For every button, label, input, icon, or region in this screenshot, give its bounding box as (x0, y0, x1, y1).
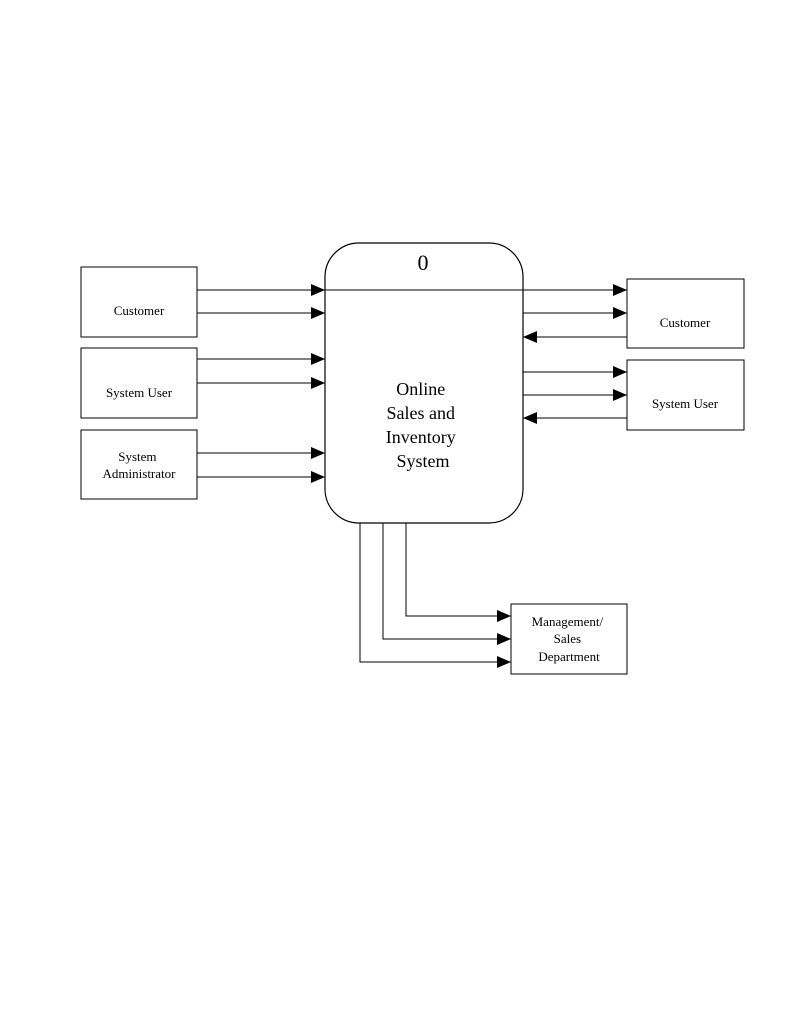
entity-left-customer: Customer (80, 266, 198, 338)
entity-label-line: System (118, 449, 156, 464)
entity-box (626, 278, 745, 349)
flows-left (197, 284, 325, 483)
entity-label-line: Administrator (103, 466, 177, 481)
entity-label: Customer (114, 303, 165, 318)
entity-left-system-administrator: System Administrator (80, 429, 198, 500)
flows-right (523, 284, 627, 424)
flow-arrow (405, 523, 511, 622)
entity-box (80, 347, 198, 419)
entity-box (80, 429, 198, 500)
flow-arrow (382, 523, 511, 645)
entity-label: System User (652, 396, 719, 411)
entity-label-line: Sales (554, 631, 581, 646)
process-0: 0 Online Sales and Inventory System (324, 242, 524, 524)
process-name-line: System (396, 451, 449, 471)
entity-label: System Administrator (103, 449, 177, 481)
entity-box (626, 359, 745, 431)
process-number: 0 (418, 250, 429, 275)
entity-right-customer: Customer (626, 278, 745, 349)
entity-box (80, 266, 198, 338)
entity-label: Customer (660, 315, 711, 330)
entity-label-line: Department (538, 649, 600, 664)
entity-label: Management/ Sales Department (532, 614, 607, 664)
process-name: Online Sales and Inventory System (386, 379, 460, 471)
flows-bottom (359, 523, 511, 668)
process-name-line: Sales and (387, 403, 455, 423)
entity-right-system-user: System User (626, 359, 745, 431)
flow-arrow (359, 523, 511, 668)
process-name-line: Online (396, 379, 445, 399)
entity-management-sales-department: Management/ Sales Department (510, 603, 628, 675)
entity-left-system-user: System User (80, 347, 198, 419)
entity-box (510, 603, 628, 675)
process-name-line: Inventory (386, 427, 456, 447)
entity-label-line: Management/ (532, 614, 604, 629)
entity-label: System User (106, 385, 173, 400)
